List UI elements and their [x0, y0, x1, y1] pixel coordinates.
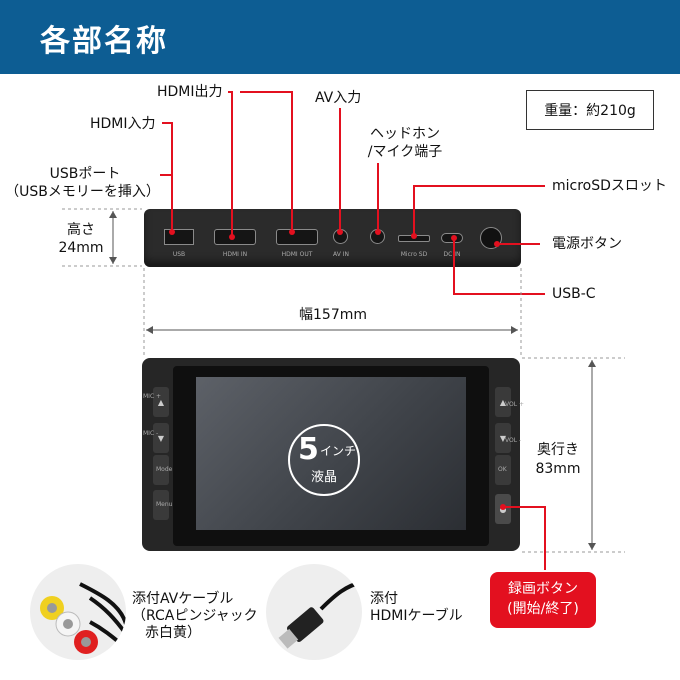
- menu-label: Menu: [156, 501, 173, 508]
- mic-up-button[interactable]: ▲: [153, 387, 169, 417]
- mode-label: Mode: [156, 466, 173, 473]
- weight-label: 重量：約210g: [526, 90, 654, 130]
- ok-button[interactable]: [495, 455, 511, 485]
- screen-type: 液晶: [310, 470, 337, 485]
- page-title: 各部名称: [40, 24, 168, 59]
- hdmi-out-port: [276, 229, 318, 245]
- av-cable-label-3: 赤白黄）: [145, 625, 201, 641]
- record-callout-line2: (開始/終了): [507, 601, 579, 617]
- usb-port-label: USB: [172, 251, 186, 258]
- mic-down-button[interactable]: ▼: [153, 423, 169, 453]
- callout-usb-2: （USBメモリーを挿入）: [5, 184, 160, 200]
- rca-plugs-icon: [40, 582, 126, 654]
- callout-headphone-2: /マイク端子: [367, 144, 443, 160]
- ok-label: OK: [498, 466, 507, 473]
- av-cable-label-2: （RCAピンジャック: [132, 608, 258, 624]
- vol-up-button[interactable]: ▲: [495, 387, 511, 417]
- callout-power: 電源ボタン: [552, 236, 622, 252]
- dimension-height-2: 24mm: [58, 240, 104, 256]
- av-in-jack-label: AV IN: [333, 251, 349, 258]
- callout-hdmi-out: HDMI出力: [157, 84, 223, 100]
- hdmi-cable-image: [266, 564, 362, 660]
- vol-plus-label: VOL +: [505, 401, 524, 408]
- hdmi-plug-icon: [278, 580, 362, 649]
- av-cable-image: [30, 564, 126, 660]
- screen-size-badge: 5 インチ 液晶: [288, 424, 360, 496]
- dimension-height-1: 高さ: [67, 222, 95, 238]
- vol-minus-label: VOL -: [505, 437, 522, 444]
- dimension-depth-2: 83mm: [535, 461, 581, 477]
- usb-c-port-label: DC IN: [443, 251, 461, 258]
- header-bar: 各部名称: [0, 0, 680, 74]
- mode-button[interactable]: [153, 455, 169, 485]
- callout-microsd: microSDスロット: [552, 178, 667, 194]
- callout-usb-1: USBポート: [49, 166, 121, 182]
- microsd-slot-label: Micro SD: [400, 251, 428, 258]
- hdmi-cable-label-2: HDMIケーブル: [370, 608, 463, 624]
- dimension-depth-1: 奥行き: [537, 442, 579, 458]
- menu-button[interactable]: [153, 490, 169, 520]
- callout-hdmi-in: HDMI入力: [90, 116, 156, 132]
- hdmi-cable-label-1: 添付: [370, 591, 398, 607]
- record-button-callout: 録画ボタン (開始/終了): [490, 572, 596, 628]
- hdmi-out-port-label: HDMI OUT: [281, 251, 313, 258]
- av-cable-label-1: 添付AVケーブル: [132, 591, 234, 607]
- vol-down-button[interactable]: ▼: [495, 423, 511, 453]
- record-callout-line1: 録画ボタン: [508, 581, 578, 597]
- screen-size-number: 5: [298, 432, 319, 467]
- callout-headphone-1: ヘッドホン: [370, 126, 440, 142]
- callout-usbc: USB-C: [552, 286, 596, 302]
- screen-size-unit: インチ: [320, 444, 357, 458]
- mic-plus-label: MIC +: [143, 393, 162, 400]
- mic-minus-label: MIC -: [143, 430, 159, 437]
- callout-av-in: AV入力: [315, 90, 362, 106]
- hdmi-in-port-label: HDMI IN: [222, 251, 248, 258]
- dimension-width: 幅157mm: [299, 307, 367, 323]
